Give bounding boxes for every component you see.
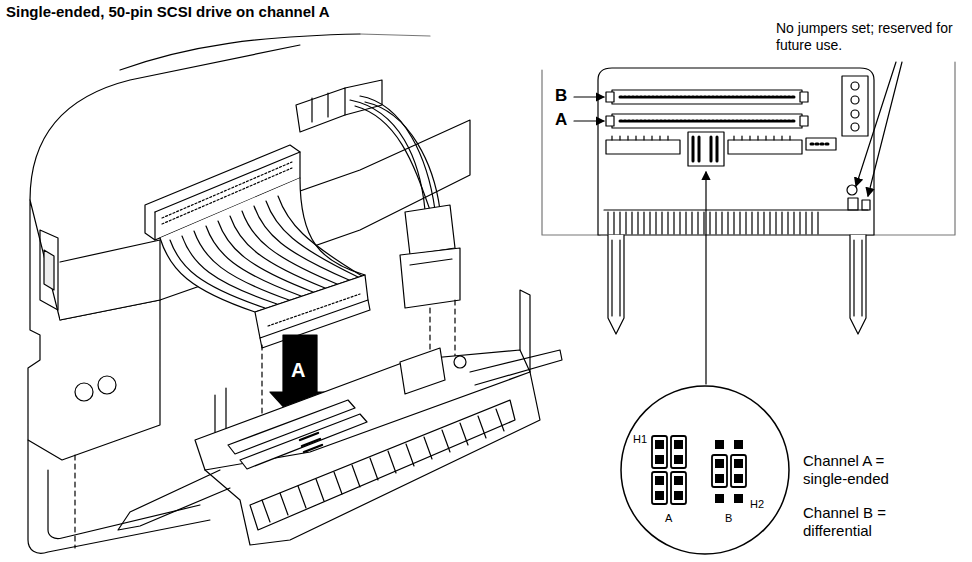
jumper-label: H1	[633, 433, 647, 446]
setting-note: Channel A = single-ended	[803, 452, 928, 488]
drive-carrier	[28, 34, 470, 553]
connector-label: A	[555, 110, 567, 130]
channel-label: A	[665, 512, 672, 525]
jumper-label: H2	[750, 498, 764, 511]
ribbon-cable	[160, 178, 370, 348]
leader-lines	[574, 62, 902, 384]
setting-note: Channel B = differential	[803, 504, 928, 540]
board-top-view	[598, 68, 874, 334]
note-text: No jumpers set; reserved for future use.	[776, 20, 968, 54]
arrow-label: A	[291, 358, 305, 382]
channel-label: B	[725, 512, 732, 525]
backplane-board	[118, 290, 562, 545]
chassis-outline	[542, 62, 955, 235]
connector-label: B	[555, 86, 567, 106]
power-cable	[350, 96, 460, 308]
jumper-detail	[621, 386, 789, 554]
diagram-title: Single-ended, 50-pin SCSI drive on chann…	[6, 3, 330, 21]
